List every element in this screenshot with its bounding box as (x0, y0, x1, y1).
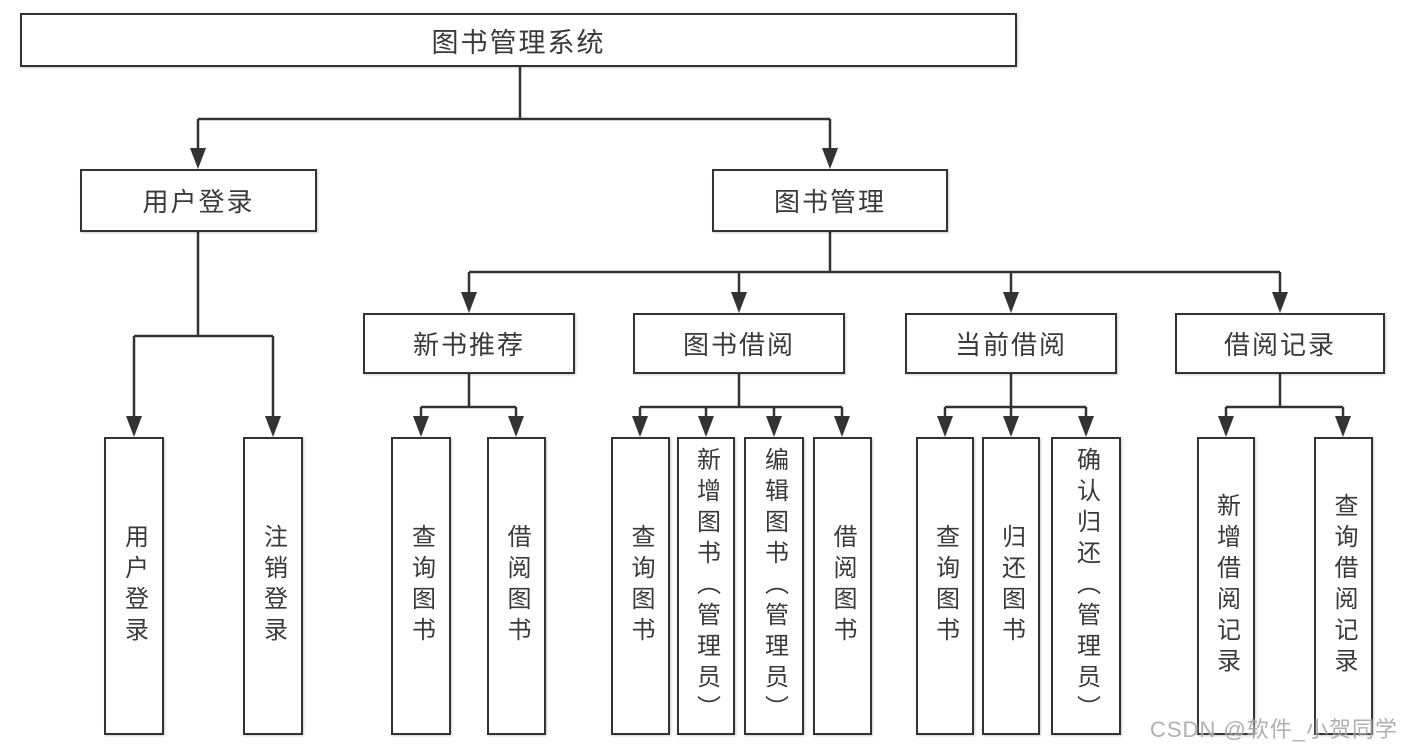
leaf-borrow-books: 借阅图书 (813, 437, 872, 735)
leaf-borrow-books-recommend: 借阅图书 (487, 437, 546, 735)
node-label: 新书推荐 (412, 330, 525, 360)
node-label: 图书管理 (773, 187, 886, 217)
node-label: 用户登录 (120, 524, 148, 648)
node-label: 查询图书 (931, 524, 959, 648)
leaf-query-borrow-record: 查询借阅记录 (1314, 437, 1373, 735)
node-label: 借阅图书 (503, 524, 530, 648)
node-book-borrow: 图书借阅 (633, 313, 845, 374)
node-borrow-records: 借阅记录 (1175, 313, 1385, 374)
leaf-add-borrow-record: 新增借阅记录 (1197, 437, 1255, 735)
node-current-borrow: 当前借阅 (905, 313, 1117, 374)
node-label: 新增图书（管理员） (692, 446, 720, 726)
node-label: 注销登录 (259, 524, 287, 648)
node-label: 新增借阅记录 (1212, 493, 1240, 679)
node-label: 当前借阅 (954, 330, 1067, 360)
leaf-query-books-borrow: 查询图书 (611, 437, 670, 735)
leaf-logout: 注销登录 (243, 437, 303, 735)
leaf-confirm-return-admin: 确认归还（管理员） (1051, 437, 1121, 735)
node-label: 归还图书 (997, 524, 1025, 648)
node-new-book-recommend: 新书推荐 (363, 313, 575, 374)
watermark-csdn: CSDN @软件_小贺同学 (1150, 717, 1399, 742)
leaf-user-login: 用户登录 (104, 437, 164, 735)
leaf-add-book-admin: 新增图书（管理员） (677, 437, 735, 735)
node-label: 查询图书 (627, 524, 654, 648)
node-user-login: 用户登录 (80, 169, 317, 232)
node-book-management: 图书管理 (712, 169, 948, 232)
node-label: 查询借阅记录 (1330, 493, 1357, 679)
leaf-edit-book-admin: 编辑图书（管理员） (744, 437, 804, 735)
node-label: 借阅图书 (829, 524, 856, 648)
node-label: 查询图书 (407, 524, 435, 648)
node-label: 编辑图书（管理员） (760, 446, 788, 726)
leaf-return-book: 归还图书 (982, 437, 1040, 735)
leaf-query-books-recommend: 查询图书 (391, 437, 451, 735)
node-label: 借阅记录 (1223, 330, 1336, 360)
node-label: 图书借阅 (682, 330, 795, 360)
node-label: 确认归还（管理员） (1072, 446, 1100, 726)
leaf-query-books-current: 查询图书 (916, 437, 974, 735)
node-label: 用户登录 (142, 187, 255, 217)
node-library-management-system: 图书管理系统 (20, 13, 1017, 67)
node-label: 图书管理系统 (431, 27, 606, 58)
